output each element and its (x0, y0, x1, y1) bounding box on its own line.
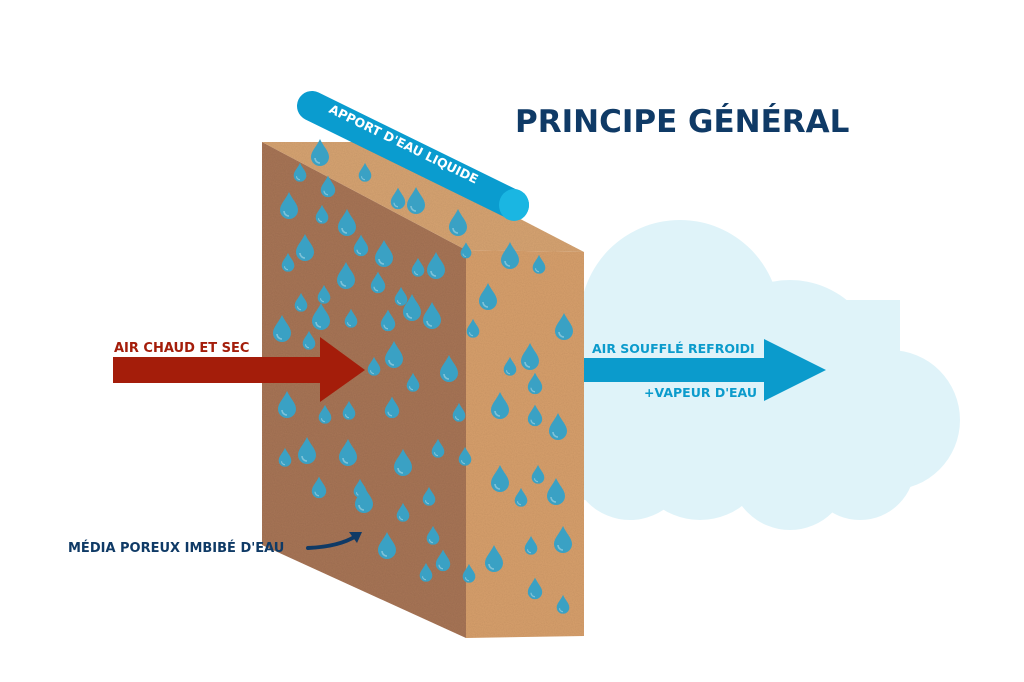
hot-air-arrow-shape (113, 337, 365, 402)
pipe-end (499, 189, 529, 221)
hot-dry-air-label: AIR CHAUD ET SEC (114, 341, 249, 356)
page-title: PRINCIPE GÉNÉRAL (515, 104, 849, 140)
porous-media-label: MÉDIA POREUX IMBIBÉ D'EAU (68, 540, 284, 556)
pipe-body (297, 91, 529, 220)
hot-air-arrow (113, 337, 365, 402)
pointer-arrowhead-icon (349, 532, 362, 543)
water-vapor-label: +VAPEUR D'EAU (644, 385, 757, 400)
media-top-face (262, 142, 584, 252)
cool-air-arrow (584, 339, 826, 401)
cooled-air-label: AIR SOUFFLÉ REFROIDI (592, 341, 755, 356)
cool-air-arrow-shape (584, 339, 826, 401)
pointer-arrow-icon (306, 534, 358, 550)
